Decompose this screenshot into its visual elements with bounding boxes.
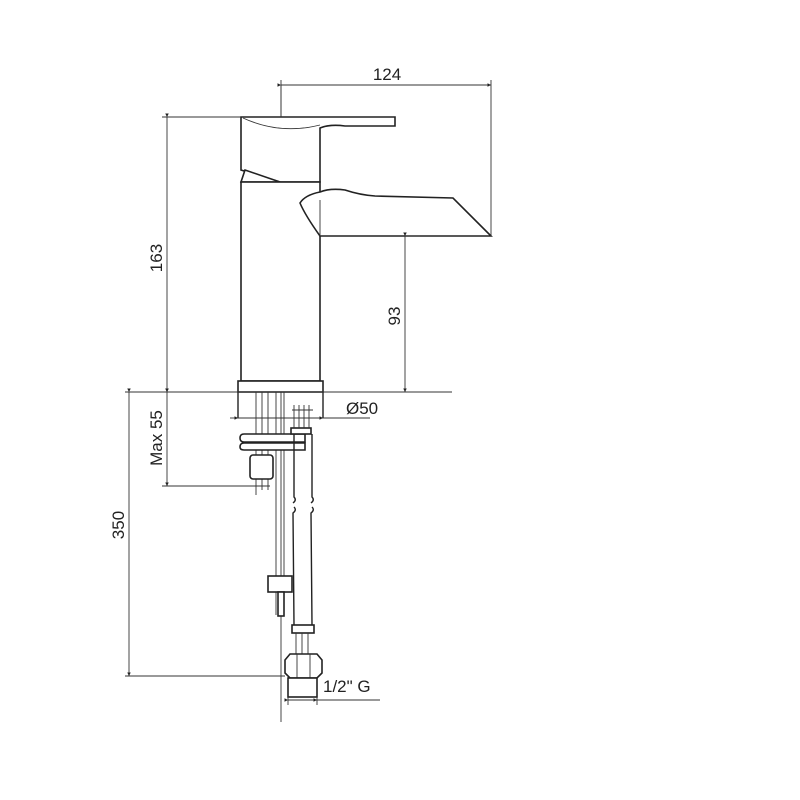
rod-end — [277, 591, 285, 617]
label-connection: 1/2" G — [323, 677, 371, 696]
hex-connector-nut — [284, 653, 323, 679]
spout — [299, 188, 493, 237]
base-ring — [237, 380, 324, 393]
label-reach: 124 — [373, 65, 401, 84]
threaded-connector — [287, 677, 318, 698]
rod-clamp — [267, 575, 293, 593]
washer — [239, 433, 306, 443]
label-spout-height: 93 — [385, 307, 404, 326]
extension-lines — [125, 80, 492, 705]
tap-body — [237, 116, 493, 393]
washer-plate — [239, 442, 306, 451]
under-deck-fittings — [237, 392, 324, 698]
hose-top-ferrule — [290, 427, 312, 435]
hose-left-edge — [292, 434, 296, 504]
dimension-lines — [127, 83, 491, 702]
label-max-deck: Max 55 — [147, 410, 166, 466]
handle-lever — [240, 116, 396, 183]
label-height: 163 — [147, 244, 166, 272]
fixing-nut — [249, 454, 274, 480]
label-base-diameter: Ø50 — [346, 399, 378, 418]
label-hose-length: 350 — [109, 511, 128, 539]
hose-bottom-ferrule — [291, 624, 315, 634]
